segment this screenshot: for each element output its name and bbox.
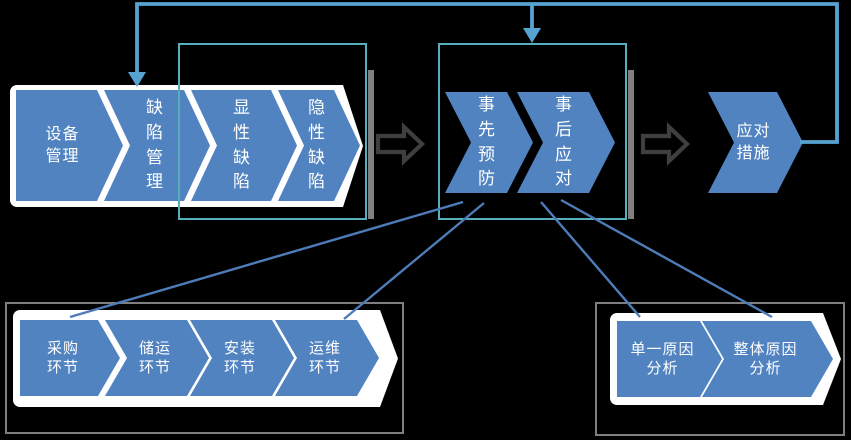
chevron-operation-maintenance-stage: 运维 环节 <box>275 320 379 396</box>
lifecycle-stages-band: 采购 环节 储运 环节 安装 环节 运维 环节 <box>13 310 398 407</box>
block-arrow-right-icon <box>640 122 691 166</box>
chevron-procurement-stage: 采购 环节 <box>20 320 120 396</box>
arrowhead-to-prevention-box-icon <box>523 28 541 43</box>
chevron-single-cause-analysis: 单一原因 分析 <box>617 321 722 397</box>
group-box-shadow <box>368 70 374 219</box>
chevron-equipment-management: 设备 管理 <box>16 90 123 201</box>
chevron-response-measures: 应对 措施 <box>708 92 803 193</box>
block-arrow-right-icon <box>375 122 426 166</box>
arrowhead-to-defect-management-icon <box>128 72 146 87</box>
chevron-storage-transport-stage: 储运 环节 <box>105 320 209 396</box>
defect-type-group-box <box>178 43 367 220</box>
cause-analysis-band: 单一原因 分析 整体原因 分析 <box>610 313 841 405</box>
prevention-response-group-box <box>438 43 627 220</box>
group-box-shadow <box>628 70 634 219</box>
